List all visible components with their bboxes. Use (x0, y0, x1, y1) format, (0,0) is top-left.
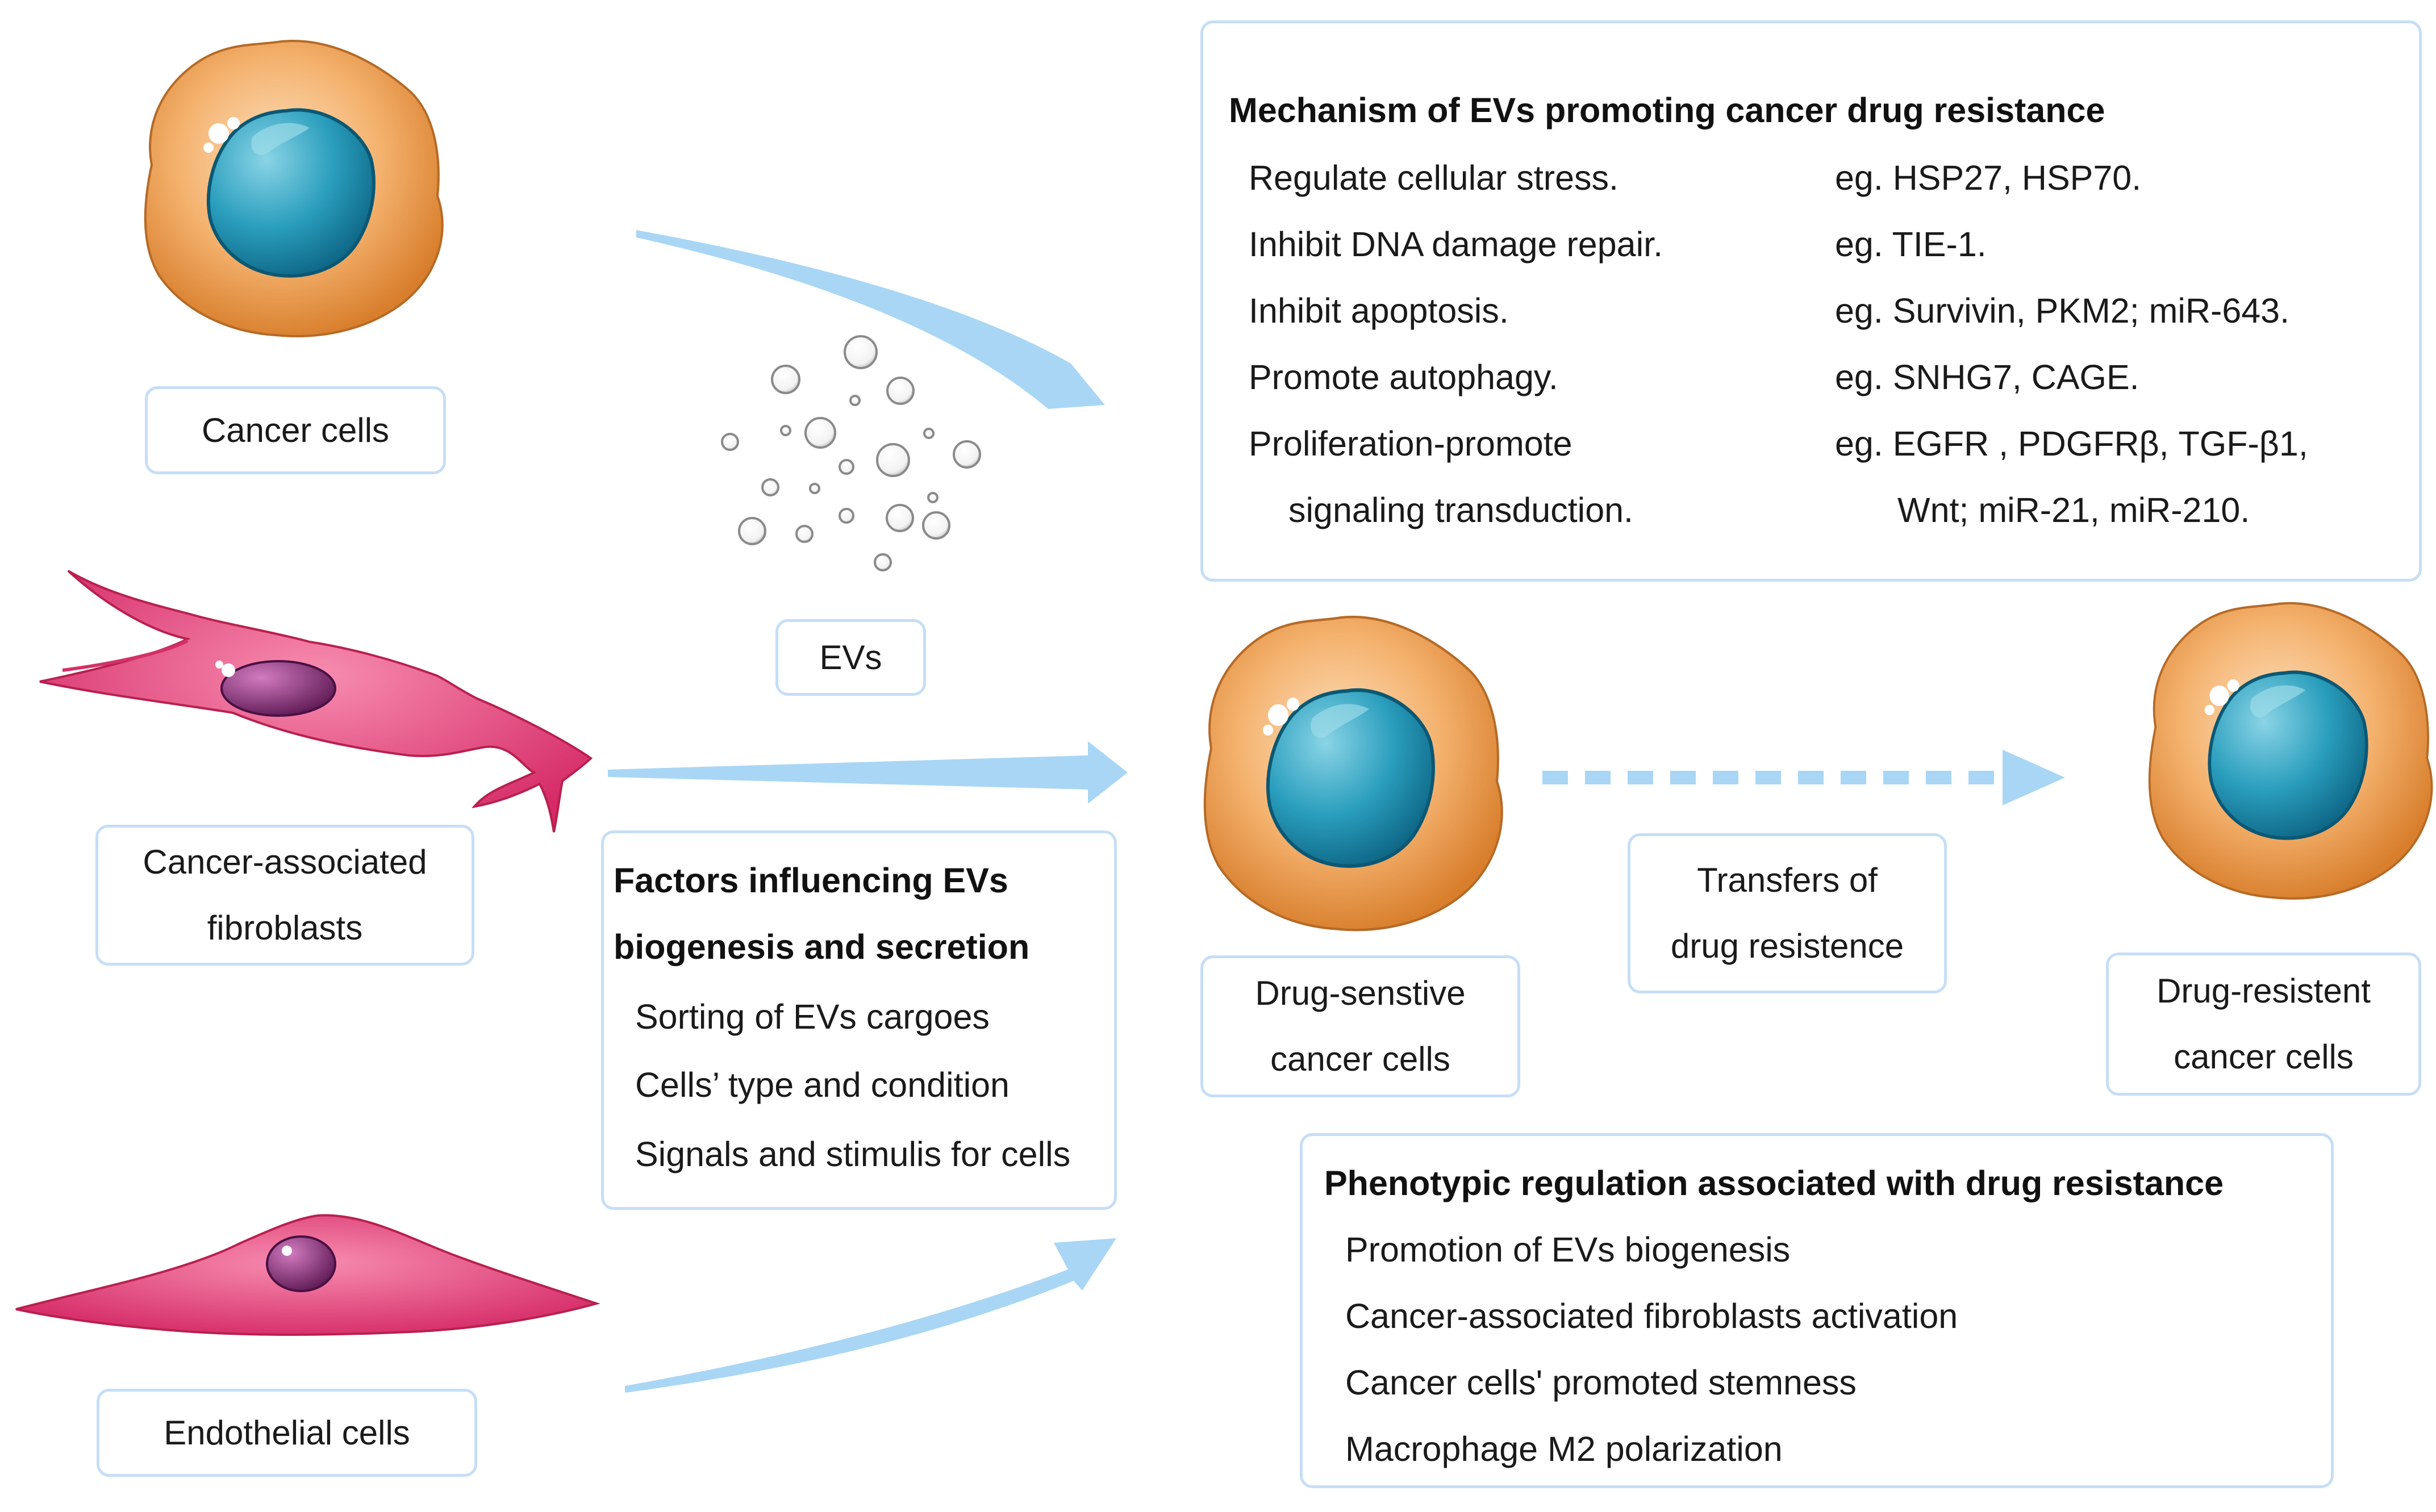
evs-label: EVs (819, 638, 882, 676)
ev-vesicles (721, 335, 981, 571)
phenotypic-item: Cancer cells' promoted stemness (1345, 1363, 1857, 1402)
mechanism-effect: Inhibit DNA damage repair. (1249, 225, 1663, 264)
phenotypic-box: Phenotypic regulation associated with dr… (1300, 1133, 2334, 1488)
transfer-label-line1: Transfers of (1697, 861, 1878, 899)
endothelial-cell-illustration (15, 1214, 600, 1336)
drug-sensitive-label-box: Drug-senstive cancer cells (1200, 955, 1520, 1097)
phenotypic-item: Promotion of EVs biogenesis (1345, 1230, 1791, 1269)
arrow-cancer-to-mechanism (636, 230, 1105, 409)
factor-item: Sorting of EVs cargoes (635, 997, 990, 1036)
factors-title-line2: biogenesis and secretion (614, 928, 1030, 966)
caf-label-line2: fibroblasts (207, 909, 363, 947)
mechanism-example: eg. SNHG7, CAGE. (1835, 358, 2139, 396)
mechanism-example: Wnt; miR-21, miR-210. (1897, 491, 2250, 529)
fibroblast-illustration (39, 570, 593, 833)
drug-resistant-label-line1: Drug-resistent (2156, 972, 2371, 1010)
phenotypic-title: Phenotypic regulation associated with dr… (1324, 1164, 2224, 1202)
factor-item: Signals and stimulis for cells (635, 1135, 1071, 1173)
mechanism-effect: Inhibit apoptosis. (1249, 291, 1509, 330)
endothelial-label-box: Endothelial cells (97, 1389, 477, 1477)
mechanism-example: eg. EGFR , PDGFRβ, TGF-β1, (1835, 424, 2308, 463)
mechanism-effect: Proliferation-promote (1249, 424, 1572, 463)
drug-resistant-label-box: Drug-resistent cancer cells (2106, 953, 2421, 1096)
mechanism-effect: Regulate cellular stress. (1249, 158, 1619, 197)
transfer-label-box: Transfers of drug resistence (1628, 833, 1947, 993)
mechanism-title: Mechanism of EVs promoting cancer drug r… (1229, 91, 2105, 130)
mechanism-example: eg. HSP27, HSP70. (1835, 158, 2142, 197)
phenotypic-item: Cancer-associated fibroblasts activation (1345, 1297, 1958, 1335)
drug-resistant-label-line2: cancer cells (2174, 1038, 2354, 1076)
cancer-cells-label-box: Cancer cells (145, 386, 446, 474)
mechanism-effect: signaling transduction. (1288, 491, 1633, 529)
factor-item: Cells’ type and condition (635, 1066, 1010, 1104)
cancer-cells-label: Cancer cells (201, 411, 390, 449)
drug-resistant-cell-illustration (2150, 603, 2432, 899)
dashed-transfer-arrow (1542, 750, 2065, 805)
mechanism-example: eg. TIE-1. (1835, 225, 1987, 264)
evs-label-box: EVs (775, 619, 926, 696)
factors-title-line1: Factors influencing EVs (614, 861, 1008, 900)
transfer-label-line2: drug resistence (1670, 927, 1904, 965)
phenotypic-item: Macrophage M2 polarization (1345, 1430, 1783, 1468)
caf-label-line1: Cancer-associated (143, 843, 427, 881)
drug-sensitive-label-line2: cancer cells (1270, 1040, 1450, 1078)
drug-sensitive-label-line1: Drug-senstive (1255, 974, 1466, 1012)
endothelial-label: Endothelial cells (164, 1413, 410, 1452)
arrow-fibroblast-to-drug-sensitive (608, 741, 1128, 804)
arrow-endothelial-to-phenotypic (625, 1238, 1116, 1393)
caf-label-box: Cancer-associated fibroblasts (95, 825, 474, 966)
factors-box: Factors influencing EVs biogenesis and s… (601, 830, 1117, 1210)
mechanism-effect: Promote autophagy. (1249, 358, 1558, 396)
cancer-cell-illustration (145, 41, 443, 336)
mechanism-box: Mechanism of EVs promoting cancer drug r… (1200, 20, 2422, 582)
drug-sensitive-cell-illustration (1205, 617, 1502, 930)
mechanism-example: eg. Survivin, PKM2; miR-643. (1835, 291, 2290, 330)
